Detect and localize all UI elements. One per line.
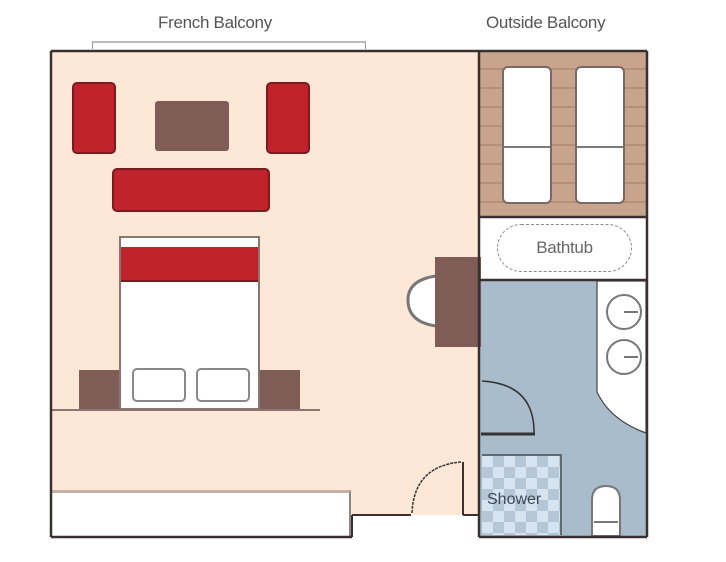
closet	[52, 490, 351, 537]
nightstand-left	[79, 370, 121, 410]
shower: Shower	[482, 454, 562, 535]
entry-outside	[351, 515, 480, 562]
nightstand-right	[258, 370, 300, 410]
desk	[435, 257, 481, 347]
coffee-table	[155, 101, 229, 151]
balcony-lounger-right	[575, 66, 625, 204]
pillow-left	[132, 368, 186, 402]
toilet-icon	[591, 484, 621, 537]
entry-door-swing	[411, 461, 462, 514]
balcony-lounger-left	[502, 66, 552, 204]
bathtub: Bathtub	[497, 224, 632, 272]
sofa	[112, 168, 270, 212]
armchair-left	[72, 82, 116, 154]
outside-balcony-label: Outside Balcony	[486, 13, 606, 32]
bathtub-label: Bathtub	[536, 238, 593, 257]
sink-icon	[606, 294, 642, 375]
french-balcony-rail	[92, 41, 366, 49]
pillow-right	[196, 368, 250, 402]
armchair-right	[266, 82, 310, 154]
bed	[119, 236, 260, 410]
french-balcony-label: French Balcony	[158, 13, 272, 32]
shower-label: Shower	[487, 491, 542, 508]
bed-wall-line	[52, 409, 320, 411]
bed-runner	[121, 247, 258, 282]
